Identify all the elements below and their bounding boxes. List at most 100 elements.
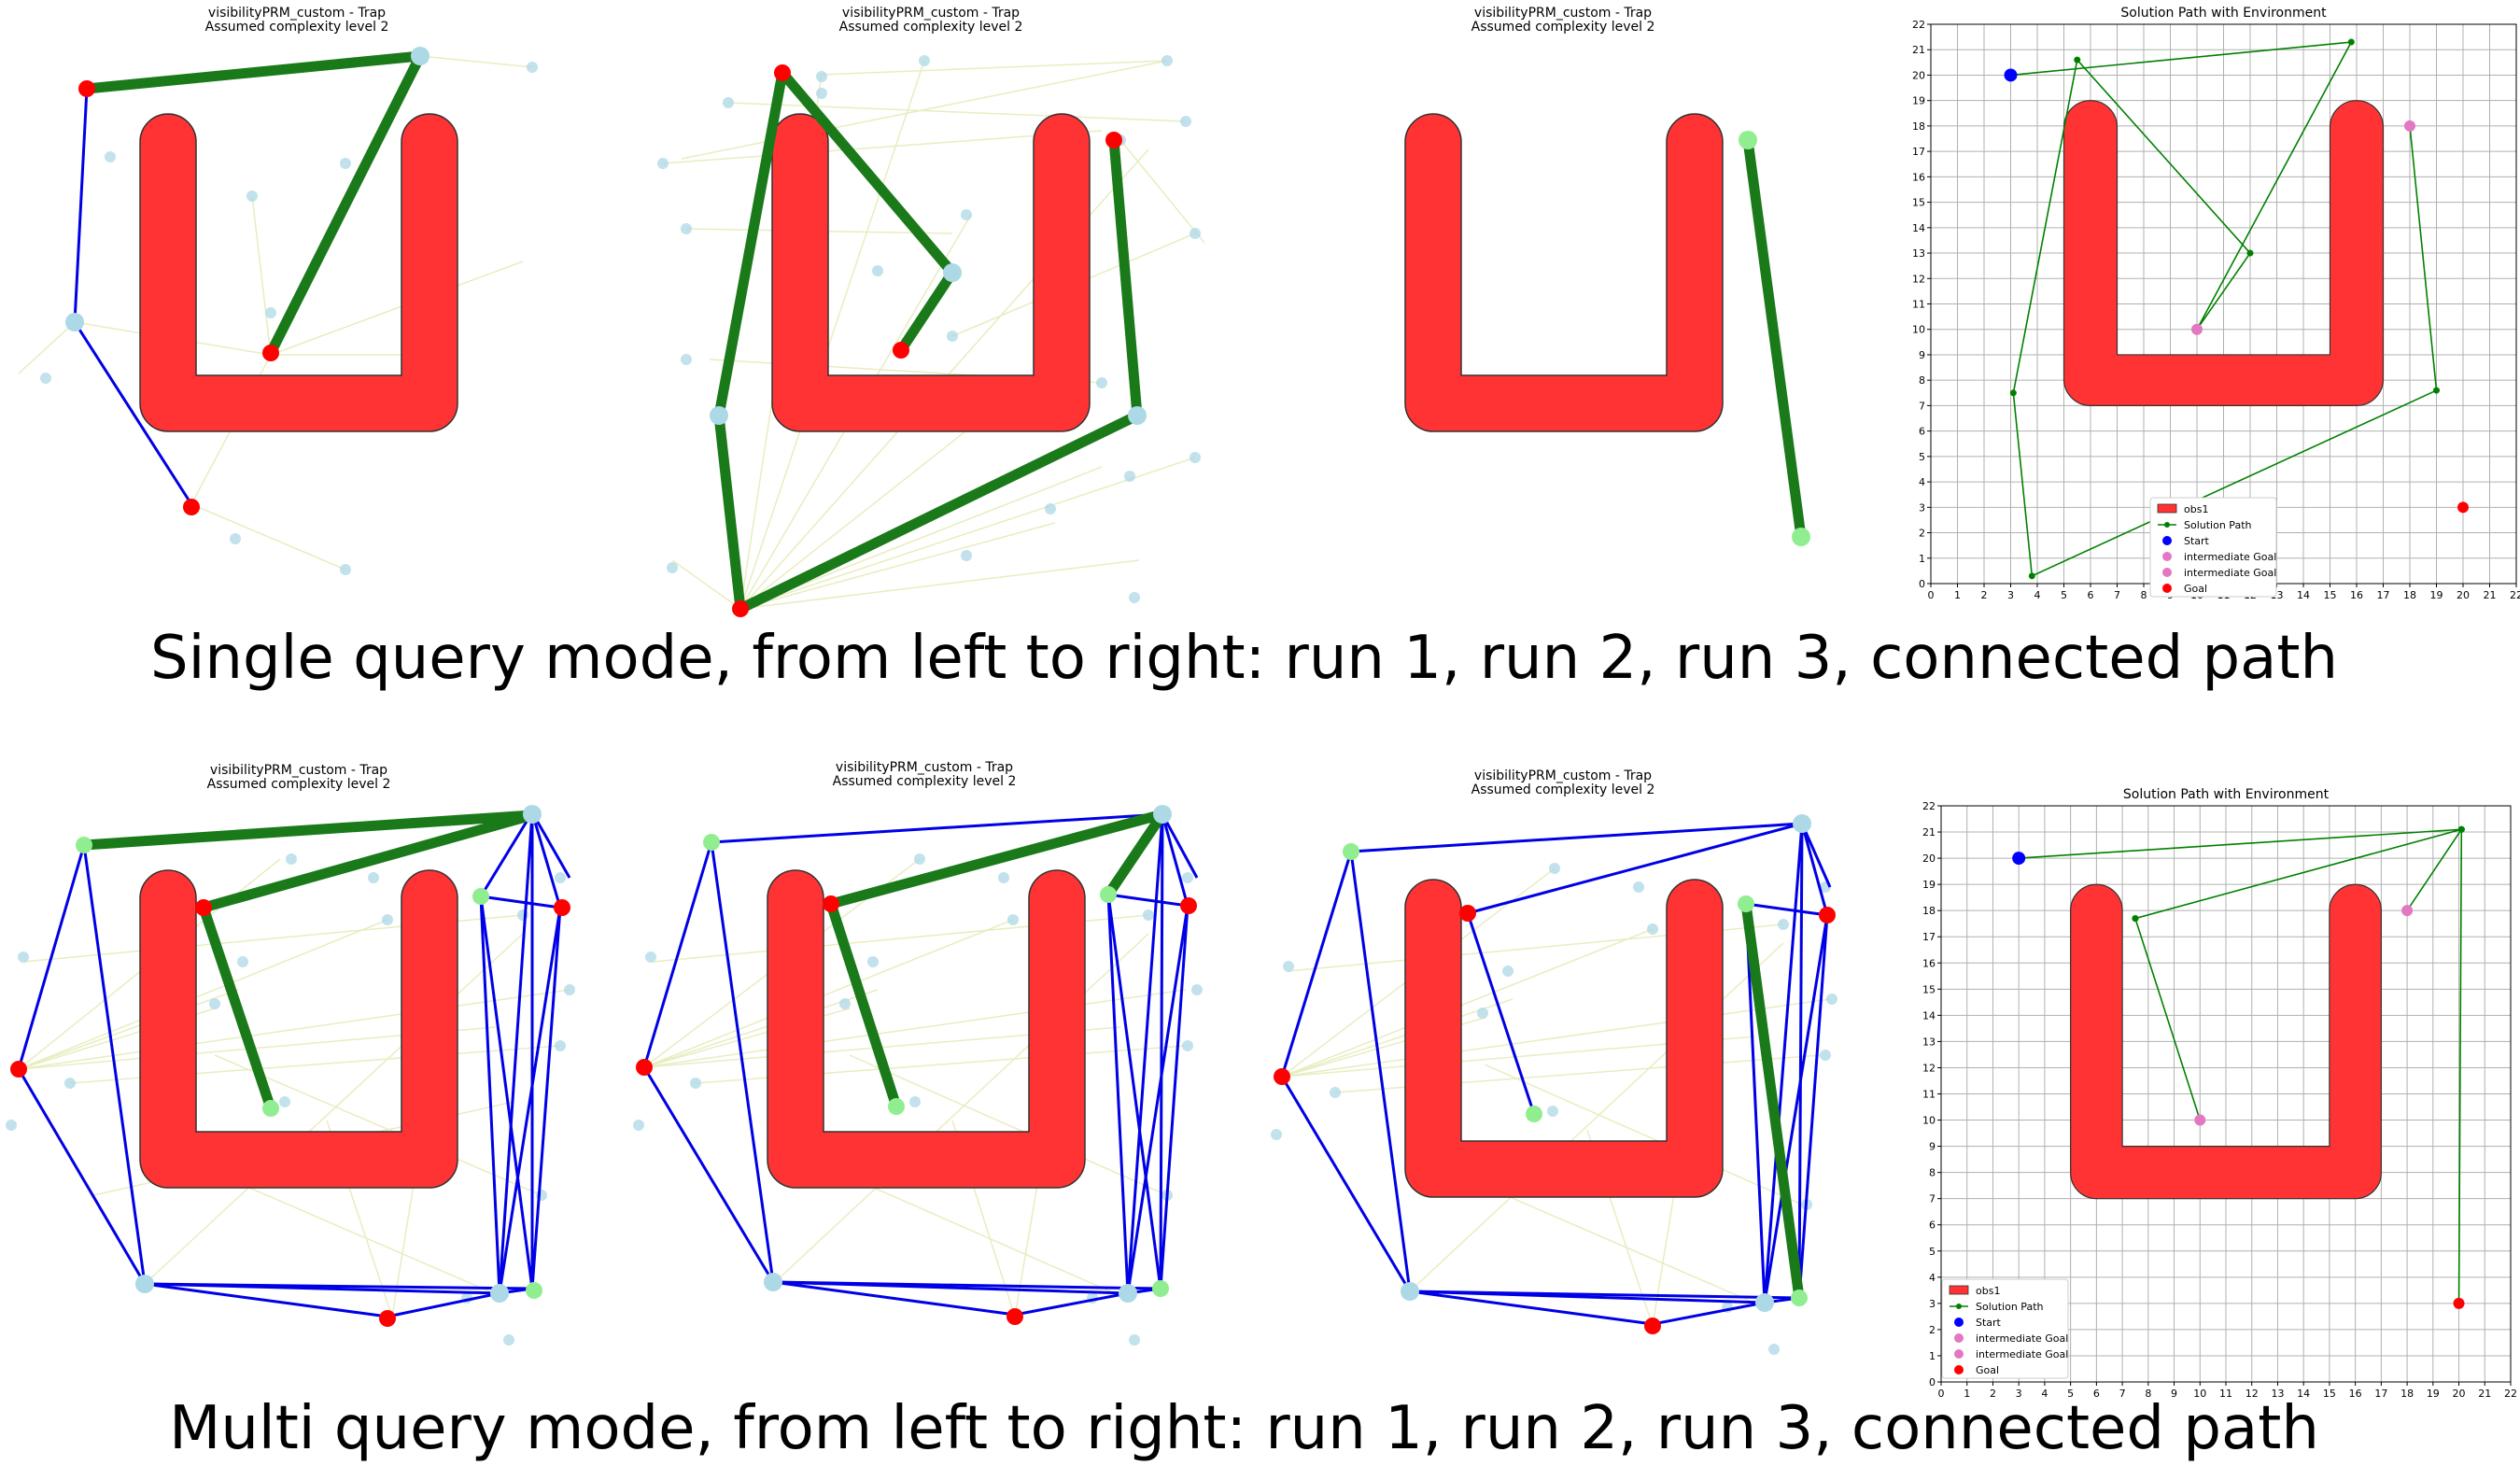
path-nodes	[10, 805, 570, 1327]
x-tick-label: 22	[2510, 589, 2520, 601]
y-tick-label: 11	[1912, 299, 1925, 311]
y-tick-label: 3	[1929, 1298, 1936, 1310]
y-tick-label: 12	[1912, 273, 1925, 285]
y-tick-label: 15	[1912, 197, 1925, 209]
y-tick-label: 13	[1912, 247, 1925, 260]
x-tick-label: 19	[2427, 1388, 2440, 1400]
solution-path-point	[2246, 249, 2254, 257]
chart-title: Solution Path with Environment	[2120, 6, 2327, 21]
x-tick-label: 17	[2377, 589, 2390, 601]
trap-obstacle	[771, 113, 1091, 432]
solution-path-point	[2009, 389, 2017, 397]
legend-label: Solution Path	[2184, 519, 2252, 531]
panel-title-line-1: visibilityPRM_custom - Trap	[1474, 6, 1652, 21]
panel-title-line-2: Assumed complexity level 2	[207, 777, 391, 792]
intermediate-goal-marker	[2194, 1114, 2206, 1126]
x-tick-label: 14	[2297, 1388, 2310, 1400]
y-tick-label: 0	[1919, 578, 1925, 590]
intermediate-goal-marker	[2401, 905, 2414, 917]
trap-obstacle	[1404, 879, 1724, 1198]
x-tick-label: 15	[2324, 589, 2337, 601]
x-tick-label: 2	[1981, 589, 1988, 601]
y-tick-label: 16	[1922, 957, 1936, 969]
panel-7-multi-run-3: visibilityPRM_custom - Trap Assumed comp…	[1271, 768, 1837, 1355]
legend-label: Start	[1976, 1317, 2002, 1329]
panel-title-line-1: visibilityPRM_custom - Trap	[208, 6, 386, 21]
y-tick-label: 4	[1919, 476, 1925, 488]
x-tick-label: 11	[2219, 1388, 2232, 1400]
legend-label: obs1	[2184, 503, 2208, 515]
x-tick-label: 12	[2245, 1388, 2259, 1400]
obstacle-obs1	[2062, 100, 2385, 407]
x-tick-label: 21	[2484, 589, 2497, 601]
x-tick-label: 4	[2041, 1388, 2048, 1400]
roadmap-edges	[18, 858, 570, 1318]
legend-label: Goal	[2184, 583, 2207, 595]
y-tick-label: 6	[1929, 1219, 1936, 1232]
y-tick-label: 7	[1919, 400, 1925, 412]
legend-swatch-marker	[1956, 1304, 1962, 1309]
y-tick-label: 9	[1919, 349, 1925, 361]
panel-title-line-1: visibilityPRM_custom - Trap	[210, 763, 387, 778]
y-tick-label: 2	[1929, 1324, 1936, 1336]
x-tick-label: 19	[2430, 589, 2443, 601]
x-tick-label: 1	[1964, 1388, 1970, 1400]
x-tick-label: 10	[2193, 1388, 2206, 1400]
solution-path-point	[2028, 572, 2035, 580]
x-tick-label: 1	[1954, 589, 1961, 601]
y-tick-label: 10	[1922, 1115, 1936, 1127]
y-tick-label: 17	[1922, 931, 1936, 943]
y-tick-label: 3	[1919, 501, 1925, 514]
panel-3-single-run-3: visibilityPRM_custom - Trap Assumed comp…	[1404, 6, 1810, 546]
trap-obstacle	[767, 869, 1086, 1189]
chart-title: Solution Path with Environment	[2123, 787, 2330, 802]
y-tick-label: 17	[1912, 146, 1925, 158]
solution-path-chart-single: Solution Path with Environment0123456789…	[1912, 6, 2520, 601]
y-tick-label: 21	[1922, 826, 1936, 839]
y-tick-label: 2	[1919, 528, 1925, 540]
goal-marker	[2457, 501, 2469, 514]
path-nodes	[710, 64, 1147, 617]
y-tick-label: 18	[1922, 905, 1936, 917]
x-tick-label: 18	[2403, 589, 2416, 601]
legend-box	[1941, 1278, 2069, 1379]
trap-obstacle	[1404, 113, 1724, 432]
legend-label: intermediate Goal	[2184, 551, 2276, 563]
x-tick-label: 14	[2297, 589, 2310, 601]
legend-label: Goal	[1976, 1364, 1999, 1376]
panel-title-line-2: Assumed complexity level 2	[833, 774, 1017, 789]
y-tick-label: 15	[1922, 983, 1936, 995]
panel-title-line-1: visibilityPRM_custom - Trap	[842, 6, 1020, 21]
y-tick-label: 22	[1912, 19, 1925, 31]
legend-label: Solution Path	[1976, 1301, 2044, 1313]
y-tick-label: 10	[1912, 324, 1925, 336]
y-tick-label: 4	[1929, 1272, 1936, 1284]
legend-swatch	[1949, 1285, 1969, 1295]
x-tick-label: 9	[2171, 1388, 2177, 1400]
legend-label: intermediate Goal	[2184, 567, 2276, 579]
legend-label: intermediate Goal	[1976, 1348, 2068, 1360]
x-tick-label: 21	[2478, 1388, 2491, 1400]
x-tick-label: 3	[2016, 1388, 2022, 1400]
x-tick-label: 5	[2067, 1388, 2074, 1400]
y-tick-label: 5	[1919, 451, 1925, 463]
y-tick-label: 14	[1912, 222, 1925, 234]
panel-title-line-2: Assumed complexity level 2	[205, 20, 389, 35]
legend-swatch	[1954, 1349, 1964, 1359]
path-nodes	[636, 805, 1197, 1325]
obstacle-obs1	[2070, 883, 2382, 1200]
solution-path-point	[2457, 825, 2465, 833]
x-tick-label: 22	[2504, 1388, 2517, 1400]
query-edges	[17, 811, 571, 1318]
y-tick-label: 12	[1922, 1062, 1936, 1074]
path-nodes	[65, 47, 429, 515]
x-tick-label: 0	[1928, 589, 1935, 601]
y-tick-label: 22	[1922, 800, 1936, 812]
x-tick-label: 16	[2349, 1388, 2362, 1400]
x-tick-label: 18	[2400, 1388, 2414, 1400]
goal-marker	[2453, 1297, 2465, 1309]
legend-swatch	[1954, 1365, 1964, 1374]
y-tick-label: 13	[1922, 1036, 1936, 1048]
panel-2-single-run-2: visibilityPRM_custom - Trap Assumed comp…	[657, 6, 1205, 617]
panel-title-line-1: visibilityPRM_custom - Trap	[1474, 768, 1652, 783]
